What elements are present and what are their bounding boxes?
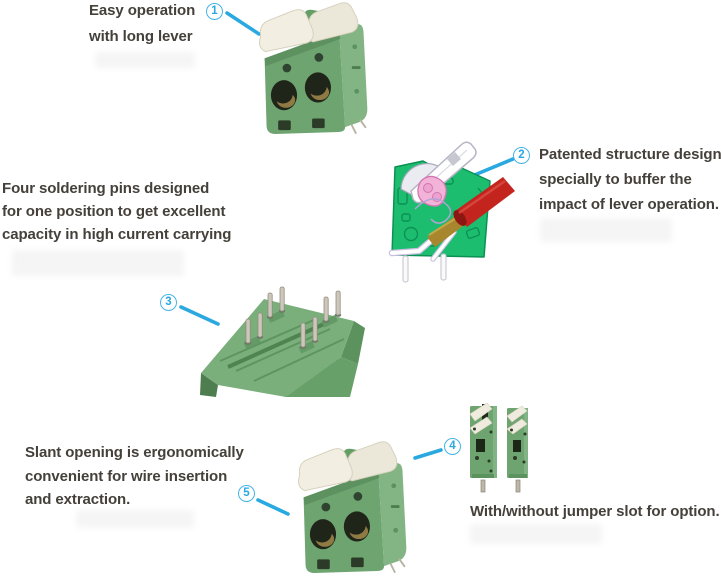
terminal-block-long-lever-photo: [252, 2, 378, 138]
feature-1-line-1: Easy operation: [89, 2, 196, 19]
feature-5-line-1: Slant opening is ergonomically: [25, 444, 244, 461]
callout-2-badge: 2: [513, 147, 530, 164]
feature-1-line-2: with long lever: [89, 28, 193, 45]
watermark-smudge: [540, 218, 672, 242]
terminal-block-slant-opening-photo: [291, 441, 417, 577]
callout-3-badge: 3: [160, 294, 177, 311]
feature-3-line-2: for one position to get excellent: [2, 203, 226, 220]
feature-2-line-3: impact of lever operation.: [539, 196, 719, 213]
soldering-pins-bottom-view-photo: [198, 283, 368, 397]
callout-4-badge: 4: [444, 438, 461, 455]
side-profile-with-without-jumper-slot-photo: [467, 398, 531, 494]
feature-1-text: Easy operation with long lever: [89, 0, 195, 50]
feature-5-line-3: and extraction.: [25, 491, 131, 508]
feature-3-line-1: Four soldering pins designed: [2, 180, 210, 197]
watermark-smudge: [470, 524, 602, 544]
feature-3-line-3: capacity in high current carrying: [2, 226, 232, 243]
feature-4-line-1: With/without jumper slot for option.: [470, 503, 720, 520]
callout-5-badge: 5: [238, 485, 255, 502]
leader-line-5: [256, 498, 290, 516]
feature-2-line-2: specially to buffer the: [539, 171, 692, 188]
feature-2-line-1: Patented structure design: [539, 146, 721, 163]
internal-structure-cutaway-diagram: [383, 131, 518, 286]
feature-5-text: Slant opening is ergonomically convenien…: [25, 441, 244, 512]
watermark-smudge: [95, 52, 195, 68]
watermark-smudge: [12, 250, 184, 276]
feature-4-text: With/without jumper slot for option.: [470, 499, 720, 525]
leader-line-4: [413, 448, 443, 460]
feature-3-text: Four soldering pins designed for one pos…: [2, 177, 231, 246]
watermark-smudge: [76, 510, 194, 528]
feature-5-line-2: convenient for wire insertion: [25, 467, 228, 485]
feature-2-text: Patented structure design specially to b…: [539, 142, 721, 217]
callout-1-badge: 1: [206, 3, 223, 20]
